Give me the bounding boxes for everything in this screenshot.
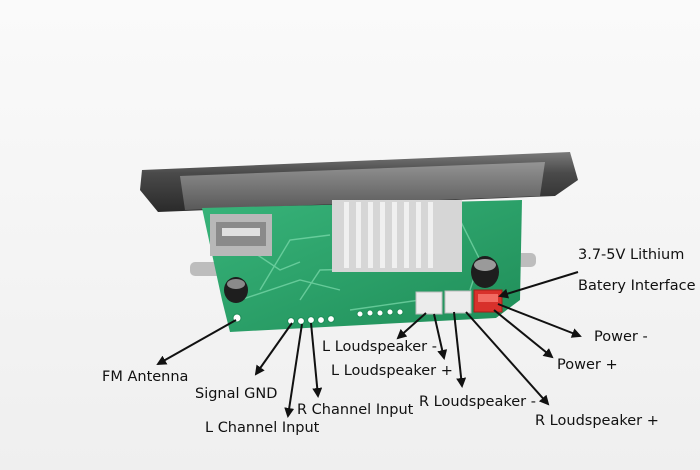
r-loudspeaker-minus-label: R Loudspeaker - xyxy=(419,394,536,410)
arrow-r-channel-input xyxy=(310,322,323,398)
power-minus-label: Power - xyxy=(594,329,648,345)
arrow-signal-gnd xyxy=(254,322,293,376)
solder-pads xyxy=(356,308,404,318)
l-channel-input-label: L Channel Input xyxy=(205,420,320,436)
signal-gnd-label: Signal GND xyxy=(195,386,278,402)
input-pin-header xyxy=(232,313,335,325)
speaker-terminals xyxy=(415,290,472,315)
arrow-power-minus xyxy=(497,303,582,338)
mounting-ear-left xyxy=(190,262,222,276)
capacitor-small xyxy=(224,277,248,303)
power-plus-label: Power + xyxy=(557,357,618,373)
faceplate xyxy=(140,152,578,212)
arrow-fm-antenna xyxy=(156,319,237,365)
arrow-power-plus xyxy=(493,309,554,359)
l-loudspeaker-plus-label: L Loudspeaker + xyxy=(331,363,453,379)
arrow-r-speaker-plus xyxy=(465,311,550,406)
battery-interface-label-line1: 3.7-5V Lithium xyxy=(578,247,685,263)
battery-interface-label-line2: Batery Interface xyxy=(578,278,696,294)
capacitor-large xyxy=(471,256,499,288)
r-loudspeaker-plus-label: R Loudspeaker + xyxy=(535,413,659,429)
r-channel-input-label: R Channel Input xyxy=(297,402,414,418)
card-slot xyxy=(332,200,462,272)
arrow-r-speaker-minus xyxy=(453,311,467,388)
arrow-l-channel-input xyxy=(284,323,303,418)
usb-port xyxy=(210,214,272,256)
l-loudspeaker-minus-label: L Loudspeaker - xyxy=(322,339,437,355)
arrow-l-speaker-plus xyxy=(433,313,448,360)
power-terminal xyxy=(473,289,503,313)
annotation-arrows xyxy=(156,271,582,418)
arrow-battery xyxy=(498,271,579,299)
arrow-l-speaker-minus xyxy=(396,312,427,340)
fm-antenna-label: FM Antenna xyxy=(102,369,189,385)
